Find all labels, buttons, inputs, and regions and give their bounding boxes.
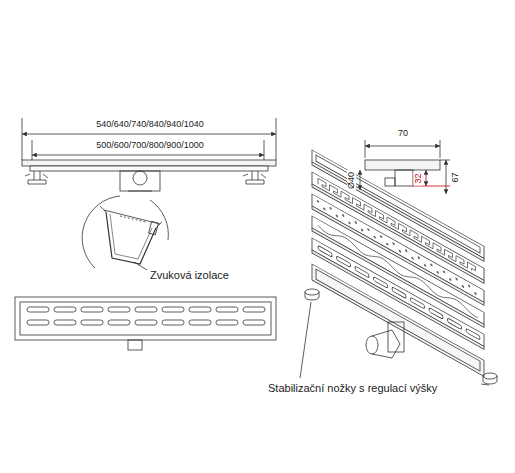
grate-slot	[162, 320, 184, 325]
part-label: Stabilizační nožky s regulací výšky	[266, 383, 439, 394]
dimension-label: 500/600/700/800/900/1000	[94, 141, 206, 150]
grate-slot	[243, 320, 265, 325]
dimension-label: 67	[450, 170, 459, 184]
grate-layer	[312, 216, 484, 324]
grate-slot	[216, 320, 238, 325]
dimension-label: Ø40	[347, 169, 356, 190]
elevation-view	[22, 118, 276, 191]
grate-slot	[216, 307, 238, 312]
grate-slot	[81, 307, 103, 312]
drain-channel	[312, 264, 484, 376]
grate-slot	[81, 320, 103, 325]
grate-slot	[162, 307, 184, 312]
exploded-view	[300, 140, 497, 385]
grate-slot	[108, 320, 130, 325]
grate-slot	[189, 307, 211, 312]
grate-edge	[312, 250, 484, 349]
grate-slot	[54, 307, 76, 312]
grate-slot	[135, 307, 157, 312]
part-label: Zvuková izolace	[148, 270, 231, 281]
grate-slot	[135, 320, 157, 325]
grate-slot	[27, 307, 49, 312]
plan-view	[15, 297, 276, 350]
profile-detail	[82, 196, 168, 270]
grate-slot	[243, 307, 265, 312]
grate-slot	[27, 320, 49, 325]
grate-slot	[108, 307, 130, 312]
grate-slot	[189, 320, 211, 325]
dimension-label: 70	[396, 129, 410, 138]
grate-slot	[54, 320, 76, 325]
dimension-label: 540/640/740/840/940/1040	[94, 120, 206, 129]
dimension-label: 32	[413, 171, 422, 185]
